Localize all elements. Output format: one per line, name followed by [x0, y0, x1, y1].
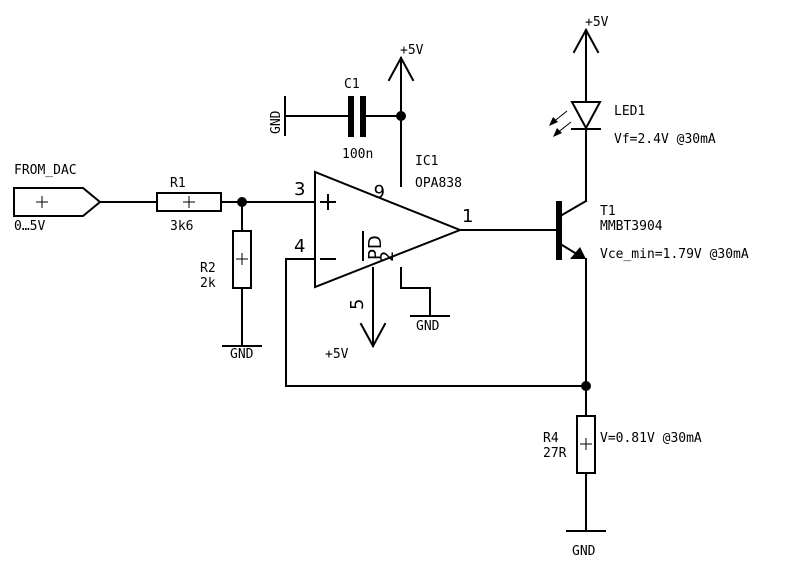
- t1-value: MMBT3904: [600, 219, 663, 234]
- capacitor-c1: [348, 96, 366, 137]
- pin-2-label: 2: [377, 251, 398, 262]
- r4-name: R4: [543, 431, 559, 446]
- t1-vce-label: Vce_min=1.79V @30mA: [600, 247, 749, 262]
- pin-4-label: 4: [294, 236, 305, 257]
- from-dac-label: FROM_DAC: [14, 163, 77, 178]
- c1-name: C1: [344, 77, 360, 92]
- opamp-ic1: [314, 170, 463, 289]
- r1-value: 3k6: [170, 219, 193, 234]
- led-d1: [549, 101, 602, 137]
- led1-vf-label: Vf=2.4V @30mA: [614, 132, 716, 147]
- supply-label-led: +5V: [585, 15, 609, 30]
- transistor-t1: [556, 199, 588, 260]
- input-range-label: 0…5V: [14, 219, 45, 234]
- resistor-r4: [576, 415, 596, 474]
- supply-label-opamp: +5V: [400, 43, 424, 58]
- plus-5v-pin5-label: +5V: [325, 347, 349, 362]
- pin-5-label: 5: [347, 299, 368, 310]
- supply-arrow-opamp: [387, 55, 415, 82]
- gnd-label-pin2: GND: [416, 319, 440, 334]
- input-port-from-dac: [13, 187, 102, 217]
- pin-1-label: 1: [462, 206, 473, 227]
- gnd-label-c1: GND: [269, 110, 284, 134]
- t1-name: T1: [600, 204, 616, 219]
- gnd-label-r2: GND: [230, 347, 254, 362]
- r2-name: R2: [200, 261, 216, 276]
- resistor-r1: [156, 192, 222, 212]
- r4-value: 27R: [543, 446, 567, 461]
- r4-voltage-label: V=0.81V @30mA: [600, 431, 702, 446]
- pin-6-label: 6: [374, 180, 385, 201]
- supply-arrow-pin5: [359, 322, 387, 349]
- ic1-name: IC1: [415, 154, 438, 169]
- pd-label: PD: [365, 235, 386, 260]
- supply-arrow-led: [572, 27, 600, 54]
- ic1-value: OPA838: [415, 176, 462, 191]
- c1-value: 100n: [342, 147, 373, 162]
- gnd-label-r4: GND: [572, 544, 596, 559]
- r2-value: 2k: [200, 276, 216, 291]
- r1-name: R1: [170, 176, 186, 191]
- led1-name: LED1: [614, 104, 645, 119]
- resistor-r2: [232, 230, 252, 289]
- pin-3-label: 3: [294, 179, 305, 200]
